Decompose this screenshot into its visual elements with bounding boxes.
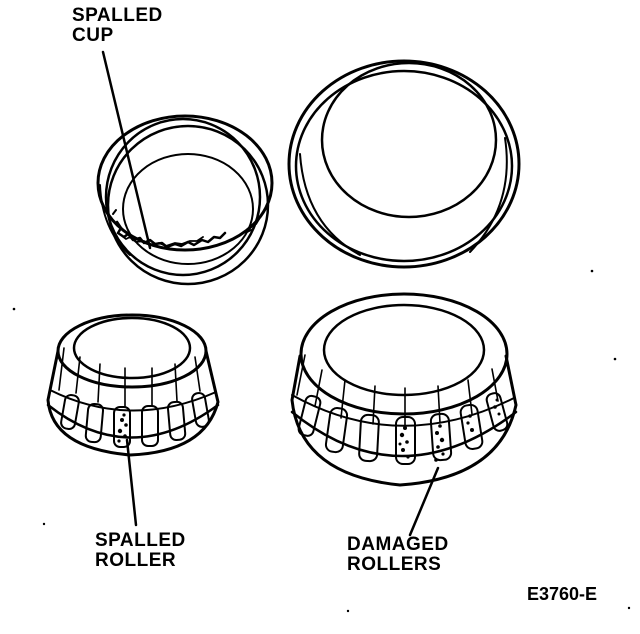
scan-specks [12, 269, 631, 613]
damaged-rollers-cone-drawing [290, 292, 518, 487]
figure-id-label: E3760-E [527, 584, 598, 604]
spalled-roller-label-line2: ROLLER [95, 550, 177, 571]
damaged-rollers-label-line2: ROLLERS [347, 554, 442, 575]
damaged-rollers-leader [408, 466, 440, 537]
clean-cup-drawing [287, 59, 521, 269]
spalled-roller-label: SPALLED ROLLER [95, 531, 186, 571]
spalled-cup-leader [101, 50, 152, 250]
spalled-cup-drawing [96, 114, 274, 286]
spalled-roller-cone-drawing [46, 313, 220, 457]
spalled-cup-label-line2: CUP [72, 25, 114, 46]
spalled-cup-label: SPALLED CUP [72, 6, 163, 46]
spalled-cup-label-line1: SPALLED [72, 5, 163, 26]
spalled-roller-label-line1: SPALLED [95, 530, 186, 551]
damaged-rollers-label-line1: DAMAGED [347, 534, 449, 555]
spalled-roller-leader [125, 438, 138, 527]
damaged-rollers-label: DAMAGED ROLLERS [347, 535, 449, 575]
